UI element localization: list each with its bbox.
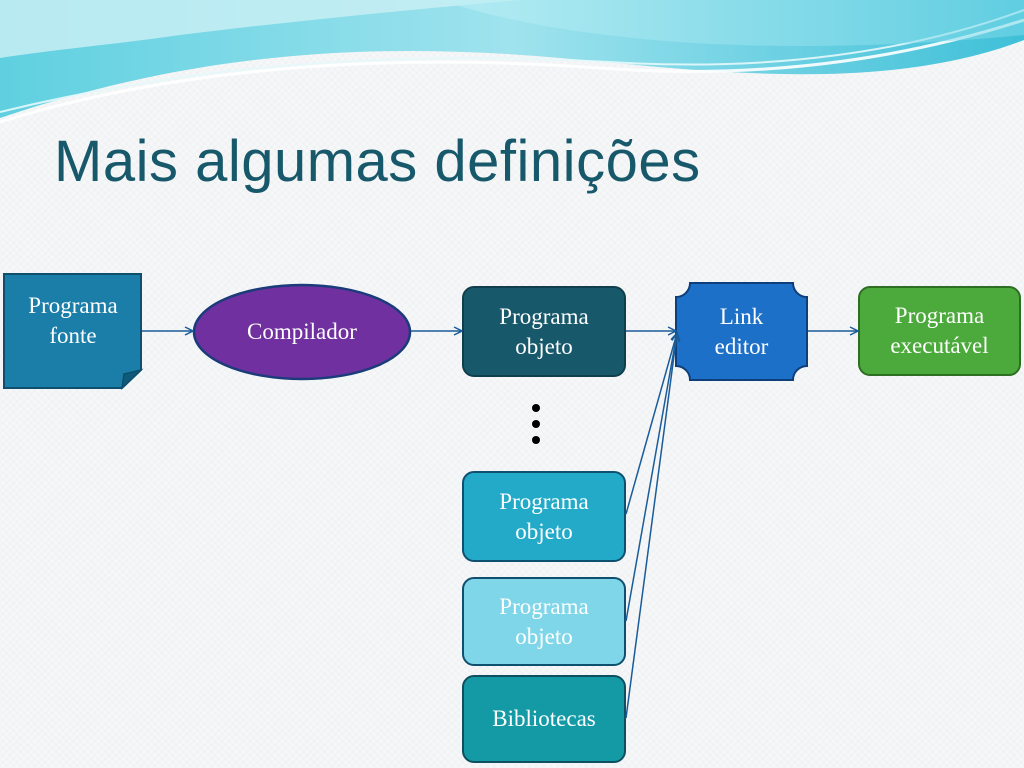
programa-objeto-3-shape — [462, 577, 626, 666]
programa-objeto-2-shape — [462, 471, 626, 562]
ellipsis-dots — [531, 404, 543, 444]
programa-fonte-label: Programa fonte — [28, 293, 118, 348]
arrow-objeto3-to-link-editor — [625, 333, 677, 622]
programa-objeto-2-label: Programa objeto — [499, 488, 589, 544]
programa-executavel-label: Programa executável — [890, 303, 989, 358]
slide-title: Mais algumas definições — [54, 129, 701, 194]
programa-objeto-1-label: Programa objeto — [499, 303, 589, 359]
link-editor-label: Link editor — [714, 303, 769, 359]
programa-objeto-1-shape — [462, 286, 626, 377]
arrow-objeto2-to-link-editor — [625, 333, 677, 515]
bibliotecas-label: Bibliotecas — [492, 706, 596, 731]
arrow-bibliotecas-to-link-editor — [625, 333, 677, 719]
programa-objeto-3-label: Programa objeto — [499, 593, 589, 649]
compilador-shape — [192, 283, 412, 381]
bibliotecas-shape — [462, 675, 626, 763]
compilador-label: Compilador — [247, 319, 357, 344]
decorative-wave-header — [0, 0, 1024, 124]
programa-executavel-shape — [858, 286, 1021, 376]
link-editor-shape — [675, 282, 808, 381]
